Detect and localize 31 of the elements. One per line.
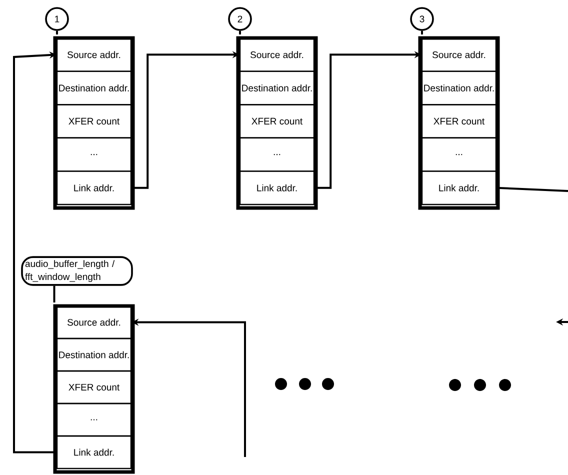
descriptor-box: [53, 304, 135, 474]
descriptor-box: [418, 36, 500, 210]
field-cell: Source addr.: [421, 37, 497, 72]
field-cell: Destination addr.: [421, 70, 497, 106]
arrow: [13, 51, 56, 454]
field-cell: XFER count: [421, 104, 497, 138]
field-cell: Link addr.: [56, 170, 132, 206]
connector-line: [53, 286, 56, 302]
field-cell: Link addr.: [56, 435, 132, 470]
field-cell: ...: [239, 137, 315, 172]
field-cell: Link addr.: [421, 170, 497, 206]
field-cell: ...: [56, 402, 132, 437]
descriptor-box: [236, 36, 318, 210]
field-cell: Source addr.: [56, 37, 132, 72]
field-cell: ...: [56, 137, 132, 172]
field-cell: ...: [421, 137, 497, 172]
field-cell: Link addr.: [239, 170, 315, 206]
connector-line: [496, 186, 568, 192]
field-cell: Destination addr.: [239, 70, 315, 106]
connector-line: [56, 30, 58, 34]
field-cell: XFER count: [56, 370, 132, 404]
connector-line: [239, 30, 241, 34]
descriptor-box: [53, 36, 135, 210]
field-cell: Source addr.: [56, 305, 132, 340]
length-label: audio_buffer_length / fft_window_length: [21, 256, 133, 286]
field-cell: Destination addr.: [56, 338, 132, 372]
field-cell: Source addr.: [239, 37, 315, 72]
field-cell: XFER count: [56, 104, 132, 138]
field-cell: XFER count: [239, 104, 315, 138]
connector-line: [421, 30, 423, 34]
field-cell: Destination addr.: [56, 70, 132, 106]
